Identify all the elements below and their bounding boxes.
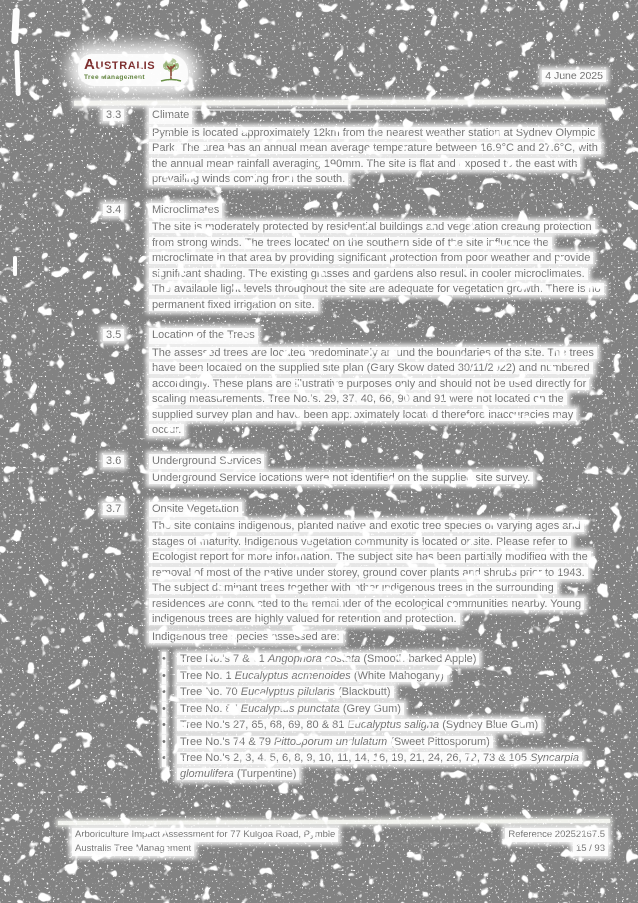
species-name: Eucalyptus saligna [347, 719, 440, 731]
species-name: Angophora costata [267, 653, 361, 665]
section-climate: 3.3 Climate Pymble is located approximat… [103, 108, 605, 188]
footer-doc-title: Arboriculture Impact Assessment for 77 K… [72, 828, 339, 842]
common-name: (Grey Gum) [339, 702, 401, 715]
section-location-of-trees: 3.5 Location of the Trees The assessed t… [103, 328, 605, 439]
page-footer: Arboriculture Impact Assessment for 77 K… [72, 828, 608, 856]
list-intro: Indigenous tree species assessed are: [149, 630, 605, 646]
footer-page-number: 15 / 93 [572, 842, 608, 856]
list-item: • Tree No. 70 Eucalyptus pilularis (Blac… [149, 685, 605, 701]
section-onsite-vegetation: 3.7 Onsite Vegetation The site contains … [103, 501, 605, 784]
bullet-icon: • [162, 701, 166, 717]
common-name: (Sweet Pittosporum) [387, 735, 490, 748]
section-number: 3.6 [103, 454, 125, 467]
footer-row: Arboriculture Impact Assessment for 77 K… [72, 828, 608, 842]
list-item: • Tree No.'s 7 & 71 Angophora costata (S… [149, 652, 605, 668]
page-header: AUSTRALIS Tree Management 4 June 2025 [78, 54, 606, 86]
tree-numbers: Tree No.'s 27, 65, 68, 69, 80 & 81 [180, 719, 348, 731]
logo-initial: A [84, 56, 96, 73]
bullet-icon: • [162, 751, 166, 767]
section-title: Onsite Vegetation [149, 501, 242, 517]
footer-company: Australis Tree Management [72, 842, 195, 856]
footer-reference: Reference 20252167.5 [505, 828, 608, 842]
species-name: Pittosporum undulatum [274, 735, 388, 748]
paragraph: Pymble is located approximately 12km fro… [149, 126, 605, 188]
species-name: Eucalyptus pilularis [240, 686, 335, 698]
tree-numbers: Tree No.'s 74 & 79 [180, 735, 275, 748]
tree-numbers: Tree No.'s 7 & 71 [180, 653, 268, 665]
logo-text: AUSTRALIS Tree Management [84, 56, 156, 81]
footer-row: Australis Tree Management 15 / 93 [72, 842, 608, 856]
section-underground-services: 3.6 Underground Services Underground Ser… [103, 453, 605, 487]
common-name: (Blackbutt) [334, 686, 391, 698]
species-name: Eucalyptus acmenoides [234, 669, 351, 682]
header-divider [73, 99, 606, 106]
paragraph: Underground Service locations were not i… [149, 471, 605, 487]
section-title: Microclimates [149, 202, 223, 218]
bullet-icon: • [162, 685, 166, 701]
footer-divider [57, 819, 611, 825]
document-date: 4 June 2025 [542, 70, 606, 82]
logo-subtitle: Tree Management [84, 74, 145, 81]
scan-artifact-dashes [352, 842, 470, 844]
tree-icon [161, 58, 182, 82]
common-name: (White Mahogany) [350, 669, 444, 682]
company-logo: AUSTRALIS Tree Management [78, 54, 189, 86]
section-number: 3.5 [103, 329, 125, 341]
list-item: • Tree No.'s 27, 65, 68, 69, 80 & 81 Euc… [149, 718, 605, 734]
bullet-icon: • [162, 734, 166, 750]
logo-rest: USTRALIS [95, 60, 156, 72]
tree-numbers: Tree No. 1 [180, 669, 235, 682]
common-name: (Sydney Blue Gum) [439, 719, 539, 731]
logo-wordmark: AUSTRALIS [84, 56, 156, 73]
section-number: 3.4 [103, 203, 125, 216]
tree-species-list: • Tree No.'s 7 & 71 Angophora costata (S… [149, 652, 605, 782]
paragraph: The site is moderately protected by resi… [149, 220, 605, 313]
species-name: Eucalyptus punctata [240, 702, 340, 715]
list-item: • Tree No. 87 Eucalyptus punctata (Grey … [149, 701, 605, 717]
bullet-icon: • [162, 652, 166, 668]
scan-artifact [13, 256, 17, 276]
document-body: 3.3 Climate Pymble is located approximat… [103, 108, 605, 798]
tree-numbers: Tree No.'s 2, 3, 4, 5, 6, 8, 9, 10, 11, … [180, 752, 531, 764]
list-item: • Tree No. 1 Eucalyptus acmenoides (Whit… [149, 668, 605, 684]
bullet-icon: • [162, 668, 166, 684]
section-number: 3.7 [103, 502, 125, 515]
bullet-icon: • [162, 718, 166, 734]
section-title: Location of the Trees [149, 328, 258, 344]
paragraph: The assessed trees are located predomina… [149, 346, 605, 439]
tree-numbers: Tree No. 70 [180, 686, 241, 698]
scan-artifact [11, 7, 20, 45]
common-name: (Smooth-barked Apple) [360, 653, 477, 665]
tree-numbers: Tree No. 87 [180, 702, 241, 715]
scan-artifact [14, 49, 21, 97]
section-title: Climate [149, 108, 193, 124]
list-item: • Tree No.'s 2, 3, 4, 5, 6, 8, 9, 10, 11… [149, 751, 605, 782]
list-item: • Tree No.'s 74 & 79 Pittosporum undulat… [149, 734, 605, 750]
common-name: (Turpentine) [233, 767, 297, 780]
section-microclimates: 3.4 Microclimates The site is moderately… [103, 202, 605, 314]
paragraph: The site contains indigenous, planted na… [149, 519, 605, 628]
section-number: 3.3 [103, 109, 125, 121]
section-title: Underground Services [149, 453, 265, 469]
